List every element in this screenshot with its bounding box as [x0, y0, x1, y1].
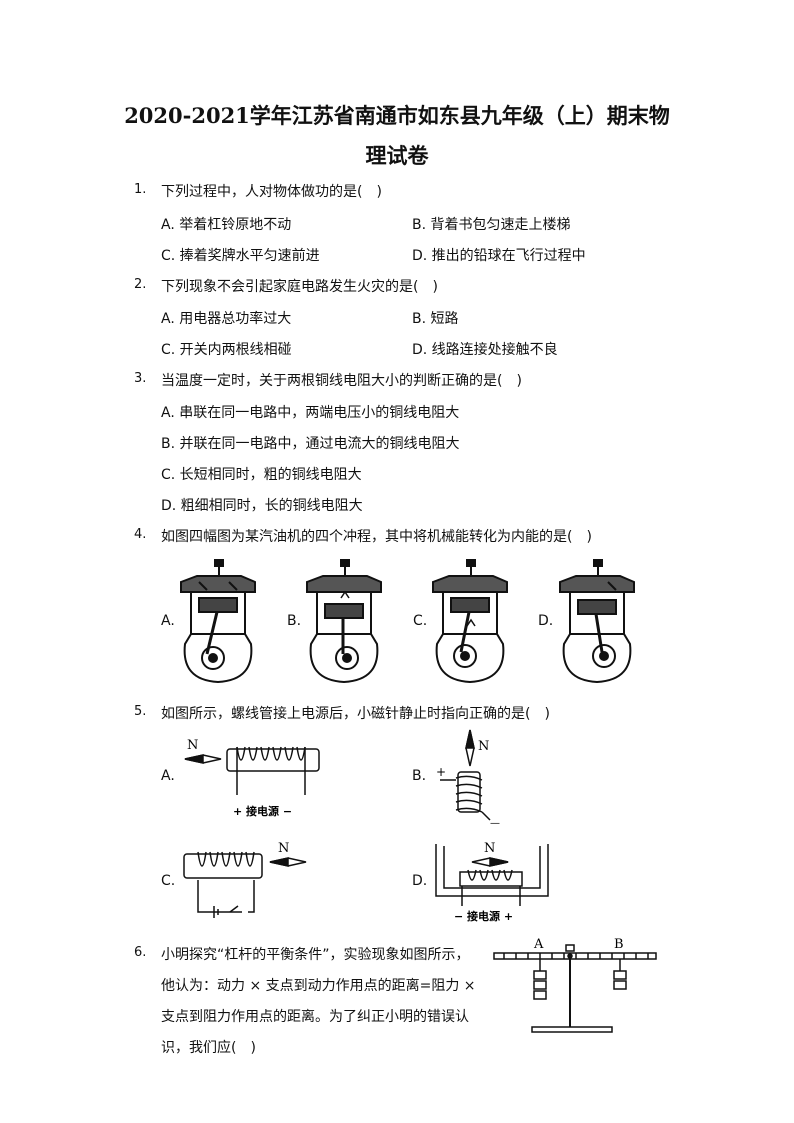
engine-diagram-d: [559, 559, 635, 684]
option-d-label: D.: [412, 873, 428, 889]
question-text: 如图所示，螺线管接上电源后，小磁针静止时指向正确的是( ): [161, 706, 550, 722]
point-b-label: B: [614, 937, 624, 952]
north-label: N: [478, 739, 489, 754]
option-b-label: B.: [412, 768, 427, 784]
engine-diagram-b: [306, 559, 382, 684]
question-text: 如图四幅图为某汽油机的四个冲程，其中将机械能转化为内能的是( ): [161, 529, 592, 545]
solenoid-diagram-c: N: [183, 841, 307, 918]
option-c: C. 开关内两根线相碰: [161, 342, 292, 358]
option-c: C. 捧着奖牌水平匀速前进: [161, 248, 320, 264]
option-b: B. 背着书包匀速走上楼梯: [412, 217, 571, 233]
option-a: A. 用电器总功率过大: [161, 311, 292, 327]
north-label: N: [278, 841, 289, 856]
engine-diagram-c: [432, 559, 508, 684]
option-c: C. 长短相同时，粗的铜线电阻大: [161, 467, 362, 483]
question-text: 当温度一定时，关于两根铜线电阻大小的判断正确的是( ): [161, 373, 522, 389]
question-text-line-3: 支点到阻力作用点的距离。为了纠正小明的错误认: [161, 1009, 469, 1025]
plus-sign: +: [436, 765, 446, 779]
solenoid-diagram-a: N + 接电源 −: [184, 738, 320, 818]
option-b: B. 短路: [412, 311, 459, 327]
option-b-label: B.: [287, 613, 302, 629]
north-label: N: [187, 738, 198, 753]
question-text-line-2: 他认为：动力 × 支点到动力作用点的距离=阻力 ×: [161, 978, 476, 994]
question-number: 3.: [134, 371, 147, 386]
option-a-label: A.: [161, 768, 175, 784]
north-label: N: [484, 841, 495, 856]
question-number: 4.: [134, 527, 147, 542]
question-text-line-4: 识，我们应( ): [161, 1040, 256, 1056]
option-c-label: C.: [161, 873, 176, 889]
question-number: 5.: [134, 704, 147, 719]
option-a: A. 串联在同一电路中，两端电压小的铜线电阻大: [161, 405, 460, 421]
power-label: + 接电源 −: [233, 804, 292, 818]
option-a-label: A.: [161, 613, 175, 629]
option-a: A. 举着杠铃原地不动: [161, 217, 292, 233]
exam-title-line1: 2020-2021学年江苏省南通市如东县九年级（上）期末物: [124, 103, 670, 128]
lever-diagram: A B: [493, 937, 657, 1033]
question-number: 2.: [134, 277, 147, 292]
option-d: D. 粗细相同时，长的铜线电阻大: [161, 498, 363, 514]
exam-title-line2: 理试卷: [365, 143, 429, 168]
question-text: 下列现象不会引起家庭电路发生火灾的是( ): [161, 279, 438, 295]
power-label: − 接电源 +: [454, 909, 513, 923]
option-b: B. 并联在同一电路中，通过电流大的铜线电阻大: [161, 436, 460, 452]
point-a-label: A: [533, 937, 544, 952]
question-number: 1.: [134, 182, 147, 197]
option-d-label: D.: [538, 613, 554, 629]
minus-sign: —: [490, 818, 500, 829]
engine-diagram-a: [180, 559, 256, 684]
solenoid-diagram-b: N + —: [436, 729, 500, 829]
solenoid-diagram-d: N − 接电源 +: [435, 841, 549, 923]
option-c-label: C.: [413, 613, 428, 629]
question-text: 下列过程中，人对物体做功的是( ): [161, 184, 382, 200]
option-d: D. 线路连接处接触不良: [412, 342, 558, 358]
question-number: 6.: [134, 945, 147, 960]
question-text-line-1: 小明探究“杠杆的平衡条件”，实验现象如图所示，: [161, 947, 470, 963]
option-d: D. 推出的铅球在飞行过程中: [412, 248, 586, 264]
